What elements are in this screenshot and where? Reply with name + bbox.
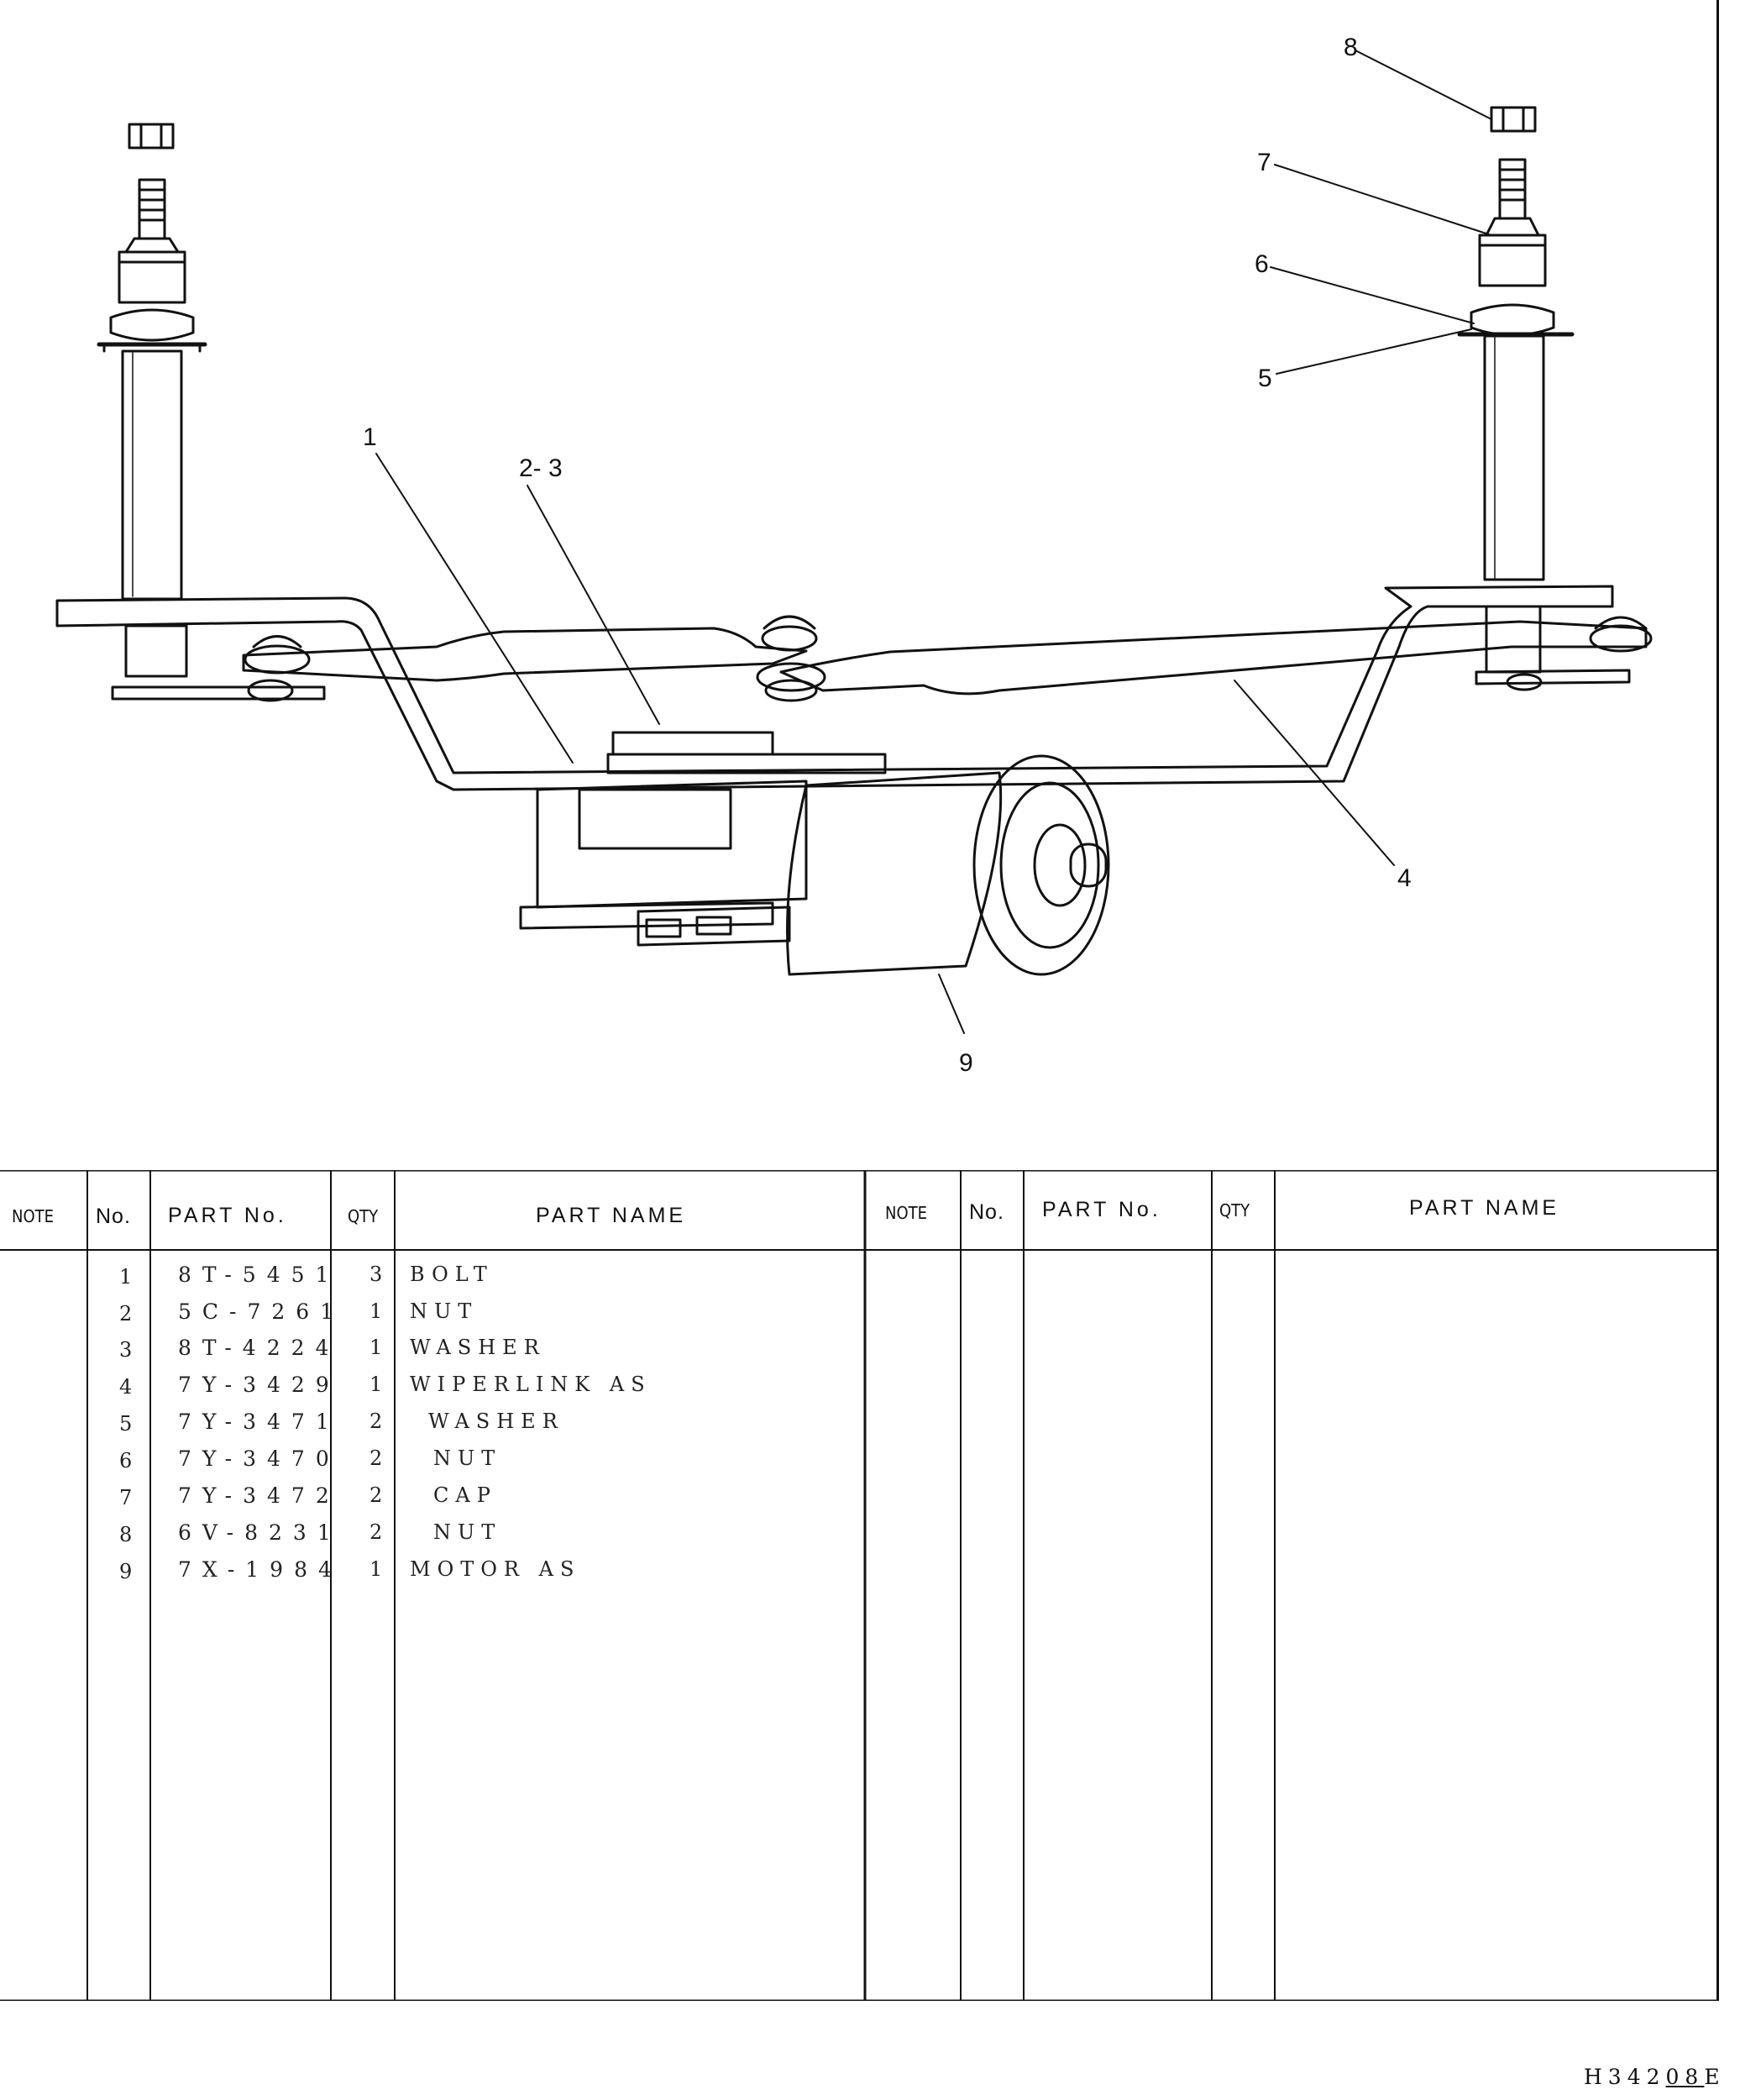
row-qty: 2 xyxy=(369,1483,382,1507)
row-qty: 2 xyxy=(369,1446,382,1470)
callout-2-3: 2- 3 xyxy=(519,454,563,482)
callout-8: 8 xyxy=(1344,34,1358,61)
right-lower-bracket xyxy=(1475,605,1631,691)
callout-5: 5 xyxy=(1258,365,1272,392)
callout-1: 1 xyxy=(363,423,377,451)
wiperlink-arms xyxy=(242,615,1653,702)
table-row: 9 7X-1984 1 MOTOR AS xyxy=(119,1557,580,1583)
row-no: 3 xyxy=(119,1338,132,1362)
row-no: 4 xyxy=(119,1375,132,1399)
row-part-name: WIPERLINK AS xyxy=(410,1373,652,1396)
document-code-lead: H342 xyxy=(1584,2065,1666,2089)
table-row: 7 7Y-3472 2 CAP xyxy=(119,1483,497,1509)
wiper-linkage-drawing: 1 2- 3 4 5 6 7 8 9 xyxy=(55,34,1653,1077)
table-row: 3 8T-4224 1 WASHER xyxy=(119,1336,546,1362)
document-code-underlined: 08 xyxy=(1665,2065,1705,2089)
document-code-tail: E xyxy=(1704,2065,1726,2089)
row-qty: 3 xyxy=(369,1263,382,1286)
row-part-no: 7Y-3472 xyxy=(178,1483,340,1508)
callout-6: 6 xyxy=(1255,250,1269,278)
row-part-name: MOTOR AS xyxy=(410,1557,580,1581)
row-no: 5 xyxy=(119,1412,132,1436)
row-qty: 1 xyxy=(369,1373,382,1396)
row-qty: 1 xyxy=(369,1557,382,1581)
callout-leaders xyxy=(375,50,1492,1034)
wiper-motor-assembly xyxy=(519,731,1110,976)
row-part-no: 7X-1984 xyxy=(178,1557,343,1582)
header-part-name-left: PART NAME xyxy=(536,1204,686,1227)
callout-7: 7 xyxy=(1257,149,1271,176)
row-part-no: 8T-5451 xyxy=(178,1263,339,1287)
callout-4: 4 xyxy=(1397,864,1412,892)
left-lower-bracket xyxy=(111,624,326,702)
table-rows: 1 8T-5451 3 BOLT 2 5C-7261 1 NUT 3 8T-42… xyxy=(119,1263,652,1583)
header-no-left: No. xyxy=(96,1205,131,1228)
row-qty: 2 xyxy=(369,1520,382,1544)
header-part-no-left: PART No. xyxy=(168,1204,287,1227)
table-row: 2 5C-7261 1 NUT xyxy=(119,1299,478,1326)
table-row: 5 7Y-3471 2 WASHER xyxy=(119,1410,564,1436)
left-cap-nut xyxy=(128,123,175,150)
row-no: 8 xyxy=(119,1523,132,1546)
row-part-name: NUT xyxy=(410,1299,478,1323)
header-note-left: NOTE xyxy=(12,1206,54,1226)
row-no: 2 xyxy=(119,1302,132,1326)
row-part-name: NUT xyxy=(433,1446,501,1470)
row-part-no: 7Y-3471 xyxy=(178,1410,340,1434)
page-frame-right-border xyxy=(1716,0,1719,2001)
row-no: 9 xyxy=(119,1560,132,1583)
row-qty: 1 xyxy=(369,1336,382,1359)
row-part-no: 7Y-3429 xyxy=(178,1373,340,1397)
row-no: 7 xyxy=(119,1486,132,1509)
row-part-no: 5C-7261 xyxy=(178,1299,344,1324)
row-qty: 2 xyxy=(369,1410,382,1433)
row-part-name: WASHER xyxy=(428,1410,564,1433)
left-pivot-shaft xyxy=(97,178,207,601)
row-part-name: WASHER xyxy=(410,1336,546,1359)
header-qty-right: QTY xyxy=(1219,1200,1250,1221)
header-part-name-right: PART NAME xyxy=(1409,1196,1559,1220)
header-no-right: No. xyxy=(969,1200,1004,1224)
row-qty: 1 xyxy=(369,1299,382,1323)
row-part-no: 8T-4224 xyxy=(178,1336,339,1360)
table-row: 4 7Y-3429 1 WIPERLINK AS xyxy=(119,1373,652,1399)
row-part-no: 7Y-3470 xyxy=(178,1446,340,1471)
right-cap-nut xyxy=(1490,106,1537,133)
table-row: 1 8T-5451 3 BOLT xyxy=(119,1263,494,1289)
right-pivot-shaft xyxy=(1457,158,1575,581)
callout-9: 9 xyxy=(959,1049,973,1077)
header-part-no-right: PART No. xyxy=(1042,1198,1161,1221)
row-part-no: 6V-8231 xyxy=(178,1520,342,1545)
row-part-name: CAP xyxy=(433,1483,497,1507)
table-row: 6 7Y-3470 2 NUT xyxy=(119,1446,501,1473)
header-note-right: NOTE xyxy=(885,1203,927,1223)
row-no: 6 xyxy=(119,1449,132,1473)
row-part-name: NUT xyxy=(433,1520,501,1544)
document-code: H34208E xyxy=(1584,2065,1726,2089)
header-qty-left: QTY xyxy=(348,1206,379,1226)
parts-table: NOTE No. PART No. QTY PART NAME NOTE No.… xyxy=(0,1170,1718,2001)
mounting-frame xyxy=(55,585,1614,791)
row-part-name: BOLT xyxy=(410,1263,494,1286)
row-no: 1 xyxy=(119,1265,132,1289)
table-row: 8 6V-8231 2 NUT xyxy=(119,1520,501,1546)
